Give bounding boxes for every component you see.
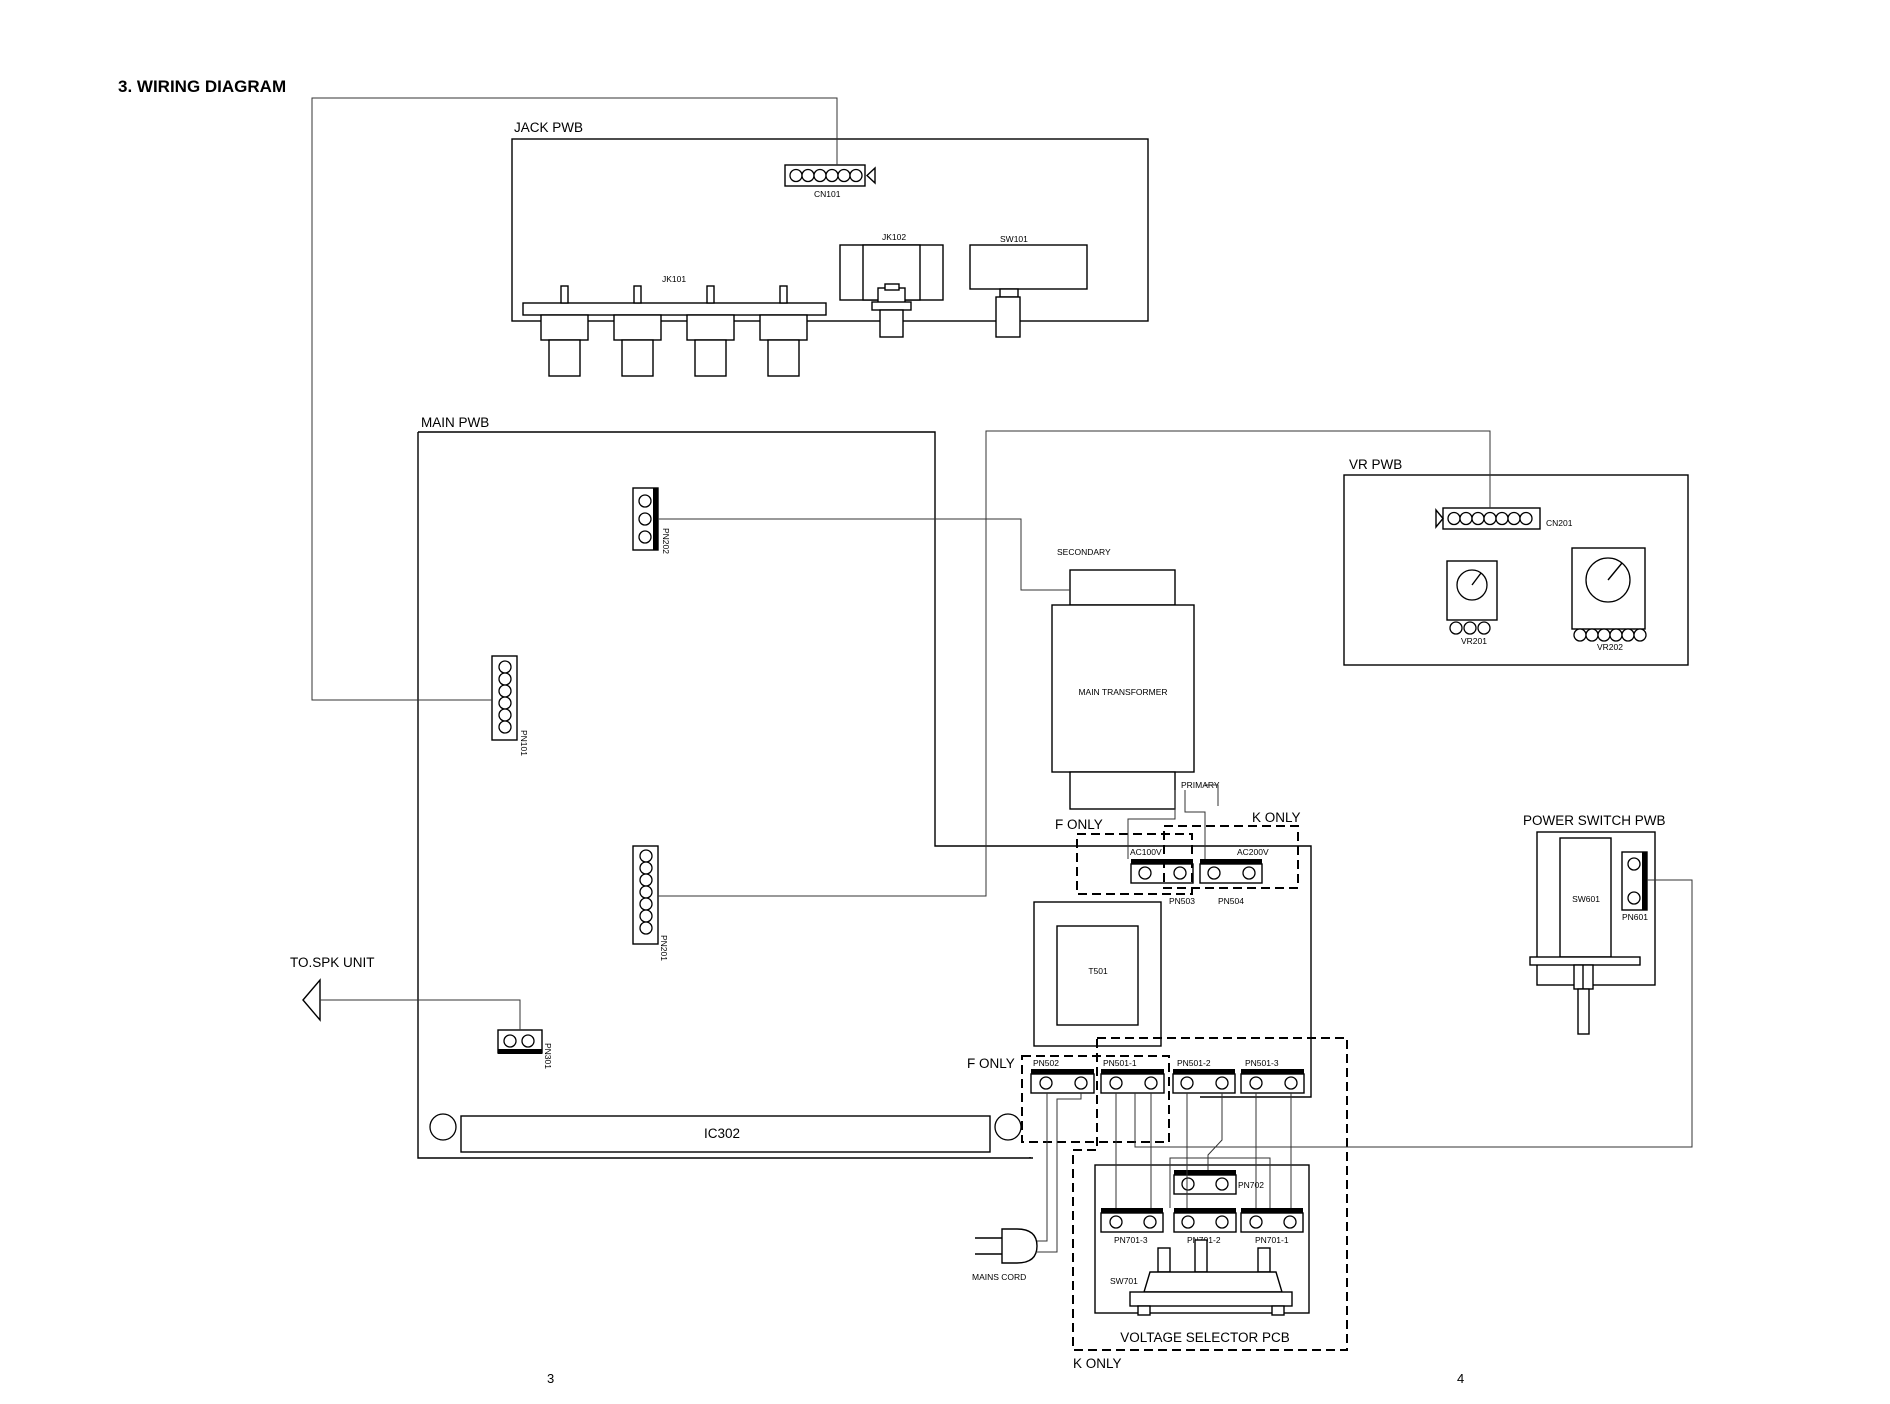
wires bbox=[311, 97, 1693, 1253]
jack-pwb-label: JACK PWB bbox=[514, 120, 583, 135]
pn503-connector: AC100V PN503 bbox=[1130, 847, 1195, 906]
pn501-2-connector: PN501-2 bbox=[1172, 1058, 1236, 1094]
jack-pwb: JACK PWB CN101 JK101 bbox=[511, 120, 1149, 377]
pn301-connector: PN301 bbox=[497, 1029, 553, 1069]
pn601-label: PN601 bbox=[1622, 912, 1648, 922]
f-only-region-top bbox=[1076, 833, 1193, 895]
jk101-jack: JK101 bbox=[522, 274, 827, 377]
wire-primary-ac200v bbox=[1184, 790, 1206, 859]
jk102-label: JK102 bbox=[882, 232, 906, 242]
sw101-switch: SW101 bbox=[969, 234, 1088, 338]
pn504-connector: AC200V PN504 bbox=[1199, 847, 1269, 906]
pn202-label: PN202 bbox=[661, 528, 671, 554]
jk102-jack: JK102 bbox=[839, 232, 944, 338]
wire-mains-pn502 bbox=[1037, 1093, 1048, 1242]
vr202-potentiometer: VR202 bbox=[1571, 547, 1647, 652]
sw601-label: SW601 bbox=[1572, 894, 1600, 904]
ic302-label: IC302 bbox=[704, 1126, 740, 1141]
voltage-selector-pcb-label: VOLTAGE SELECTOR PCB bbox=[1120, 1330, 1290, 1345]
wire-pn202-secondary bbox=[658, 518, 1070, 591]
pn101-connector: PN101 bbox=[491, 655, 529, 756]
k-only-label-top: K ONLY bbox=[1252, 810, 1301, 825]
pn701-3-connector: PN701-3 bbox=[1100, 1208, 1164, 1245]
pn701-3-label: PN701-3 bbox=[1114, 1235, 1148, 1245]
pn701-1-label: PN701-1 bbox=[1255, 1235, 1289, 1245]
pn301-label: PN301 bbox=[543, 1043, 553, 1069]
main-pwb: MAIN PWB PN202 PN101 bbox=[417, 415, 1312, 1159]
wire-primary-ac100v bbox=[1127, 790, 1176, 859]
wire-pn702-loop bbox=[1169, 1157, 1271, 1208]
vr-pwb-label: VR PWB bbox=[1349, 457, 1402, 472]
wire-primary-b bbox=[1205, 784, 1219, 806]
vr-pwb: VR PWB CN201 VR201 bbox=[1343, 457, 1689, 666]
power-switch-pwb-label: POWER SWITCH PWB bbox=[1523, 813, 1666, 828]
wire-cn101-pn101 bbox=[311, 97, 838, 701]
pn503-label: PN503 bbox=[1169, 896, 1195, 906]
sw101-label: SW101 bbox=[1000, 234, 1028, 244]
pn701-1-connector: PN701-1 bbox=[1240, 1208, 1304, 1245]
main-transformer: SECONDARY MAIN TRANSFORMER PRIMARY bbox=[1051, 547, 1220, 810]
primary-label: PRIMARY bbox=[1181, 780, 1220, 790]
cn201-connector: CN201 bbox=[1435, 507, 1573, 530]
k-only-label-bottom: K ONLY bbox=[1073, 1356, 1122, 1371]
pn101-label: PN101 bbox=[519, 730, 529, 756]
power-switch-pwb: POWER SWITCH PWB SW601 PN601 bbox=[1523, 813, 1666, 1035]
pn502-label: PN502 bbox=[1033, 1058, 1059, 1068]
jk101-label: JK101 bbox=[662, 274, 686, 284]
vr202-label: VR202 bbox=[1597, 642, 1623, 652]
vr201-label: VR201 bbox=[1461, 636, 1487, 646]
pn601-connector: PN601 bbox=[1621, 851, 1648, 922]
t501-transformer: T501 bbox=[1033, 901, 1162, 1047]
pn702-connector: PN702 bbox=[1173, 1170, 1264, 1195]
pn202-connector: PN202 bbox=[632, 487, 671, 554]
pn201-label: PN201 bbox=[659, 935, 669, 961]
pn501-2-label: PN501-2 bbox=[1177, 1058, 1211, 1068]
mains-cord-label: MAINS CORD bbox=[972, 1272, 1026, 1282]
pn501-1-label: PN501-1 bbox=[1103, 1058, 1137, 1068]
sw601-switch: SW601 bbox=[1529, 837, 1641, 1035]
pn502-connector: PN502 bbox=[1030, 1058, 1095, 1094]
cn201-label: CN201 bbox=[1546, 518, 1573, 528]
cn101-connector: CN101 bbox=[784, 164, 876, 199]
f-only-label-top: F ONLY bbox=[1055, 817, 1103, 832]
sw701-switch: SW701 bbox=[1110, 1239, 1293, 1316]
to-spk-unit-label: TO.SPK UNIT bbox=[290, 955, 375, 970]
ic302-chip: IC302 bbox=[429, 1113, 1022, 1153]
to-spk-unit-arrow: TO.SPK UNIT bbox=[290, 955, 521, 1030]
cn101-label: CN101 bbox=[814, 189, 841, 199]
diagram-title: 3. WIRING DIAGRAM bbox=[118, 77, 286, 96]
wire-pn501-2-pn702 bbox=[1207, 1093, 1223, 1170]
voltage-selector-pcb: PN702 PN701-3 PN701-2 PN701-1 SW701 bbox=[1094, 1164, 1310, 1345]
pn201-connector: PN201 bbox=[632, 845, 669, 961]
pn504-label: PN504 bbox=[1218, 896, 1244, 906]
ac200v-label: AC200V bbox=[1237, 847, 1269, 857]
sw701-label: SW701 bbox=[1110, 1276, 1138, 1286]
pn702-label: PN702 bbox=[1238, 1180, 1264, 1190]
pn501-3-label: PN501-3 bbox=[1245, 1058, 1279, 1068]
t501-label: T501 bbox=[1088, 966, 1108, 976]
f-only-region-bottom bbox=[1021, 1055, 1170, 1143]
wire-cn201-pn201 bbox=[658, 430, 1491, 897]
wire-pn601-pn501 bbox=[1134, 879, 1693, 1148]
mains-cord-plug: MAINS CORD bbox=[972, 1228, 1038, 1282]
pn501-3-connector: PN501-3 bbox=[1240, 1058, 1305, 1094]
main-pwb-label: MAIN PWB bbox=[421, 415, 489, 430]
vr201-potentiometer: VR201 bbox=[1446, 560, 1498, 646]
main-transformer-label: MAIN TRANSFORMER bbox=[1078, 687, 1167, 697]
f-only-label-bottom: F ONLY bbox=[967, 1056, 1015, 1071]
main-pwb-outline bbox=[417, 431, 1312, 1159]
wire-mains-pn502-b bbox=[1037, 1093, 1082, 1253]
pn501-1-connector: PN501-1 bbox=[1100, 1058, 1165, 1094]
page-number-right: 4 bbox=[1457, 1371, 1464, 1386]
ac100v-label: AC100V bbox=[1130, 847, 1162, 857]
secondary-label: SECONDARY bbox=[1057, 547, 1111, 557]
page-number-left: 3 bbox=[547, 1371, 554, 1386]
